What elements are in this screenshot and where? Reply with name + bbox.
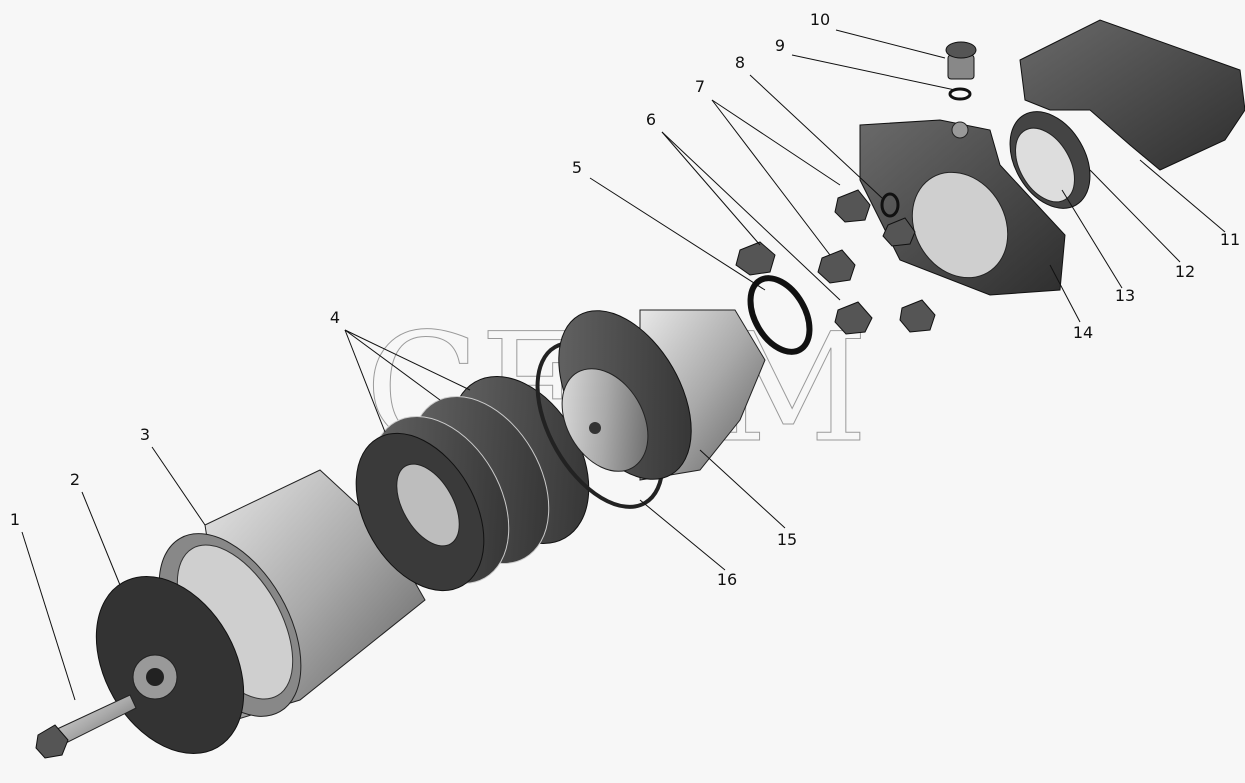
bolt (35, 694, 137, 759)
washer (880, 192, 900, 218)
leader-line (1089, 169, 1181, 263)
leader-line (344, 329, 471, 391)
leader-line (589, 177, 766, 291)
leader-line (344, 329, 441, 401)
retaining-ring (1015, 127, 1075, 203)
leader-line (791, 54, 956, 91)
leader-line (711, 99, 831, 256)
plug (945, 41, 977, 80)
leader-line (21, 531, 76, 701)
leader-line (1049, 264, 1081, 323)
leader-line (711, 99, 841, 186)
bolts (735, 189, 936, 335)
callout-label-16: 16 (717, 570, 737, 589)
leader-line (661, 131, 761, 246)
leader-line (699, 449, 786, 529)
cup-seals (355, 375, 590, 592)
callout-label-8: 8 (735, 53, 745, 72)
callout-label-10: 10 (810, 10, 830, 29)
callout-label-14: 14 (1073, 323, 1093, 342)
bracket (1019, 19, 1245, 171)
callout-label-11: 11 (1220, 230, 1240, 249)
leader-line (661, 131, 841, 301)
o-ring (747, 275, 813, 355)
callout-label-9: 9 (775, 36, 785, 55)
callout-label-15: 15 (777, 530, 797, 549)
callout-label-2: 2 (70, 470, 80, 489)
leader-line (835, 29, 946, 59)
callout-label-7: 7 (695, 77, 705, 96)
leader-line (1139, 159, 1226, 233)
callout-label-5: 5 (572, 158, 582, 177)
callout-label-13: 13 (1115, 286, 1135, 305)
flange-housing (859, 119, 1066, 296)
sealing-washer (948, 87, 972, 101)
callout-label-12: 12 (1175, 262, 1195, 281)
callout-label-6: 6 (646, 110, 656, 129)
leader-line (344, 329, 386, 433)
leader-line (151, 446, 206, 526)
leader-line (639, 499, 726, 571)
callout-label-4: 4 (330, 308, 340, 327)
piston (558, 309, 766, 481)
leader-line (81, 491, 121, 586)
callout-label-3: 3 (140, 425, 150, 444)
callout-label-1: 1 (10, 510, 20, 529)
leader-line (1061, 189, 1123, 289)
leader-line (749, 74, 883, 199)
